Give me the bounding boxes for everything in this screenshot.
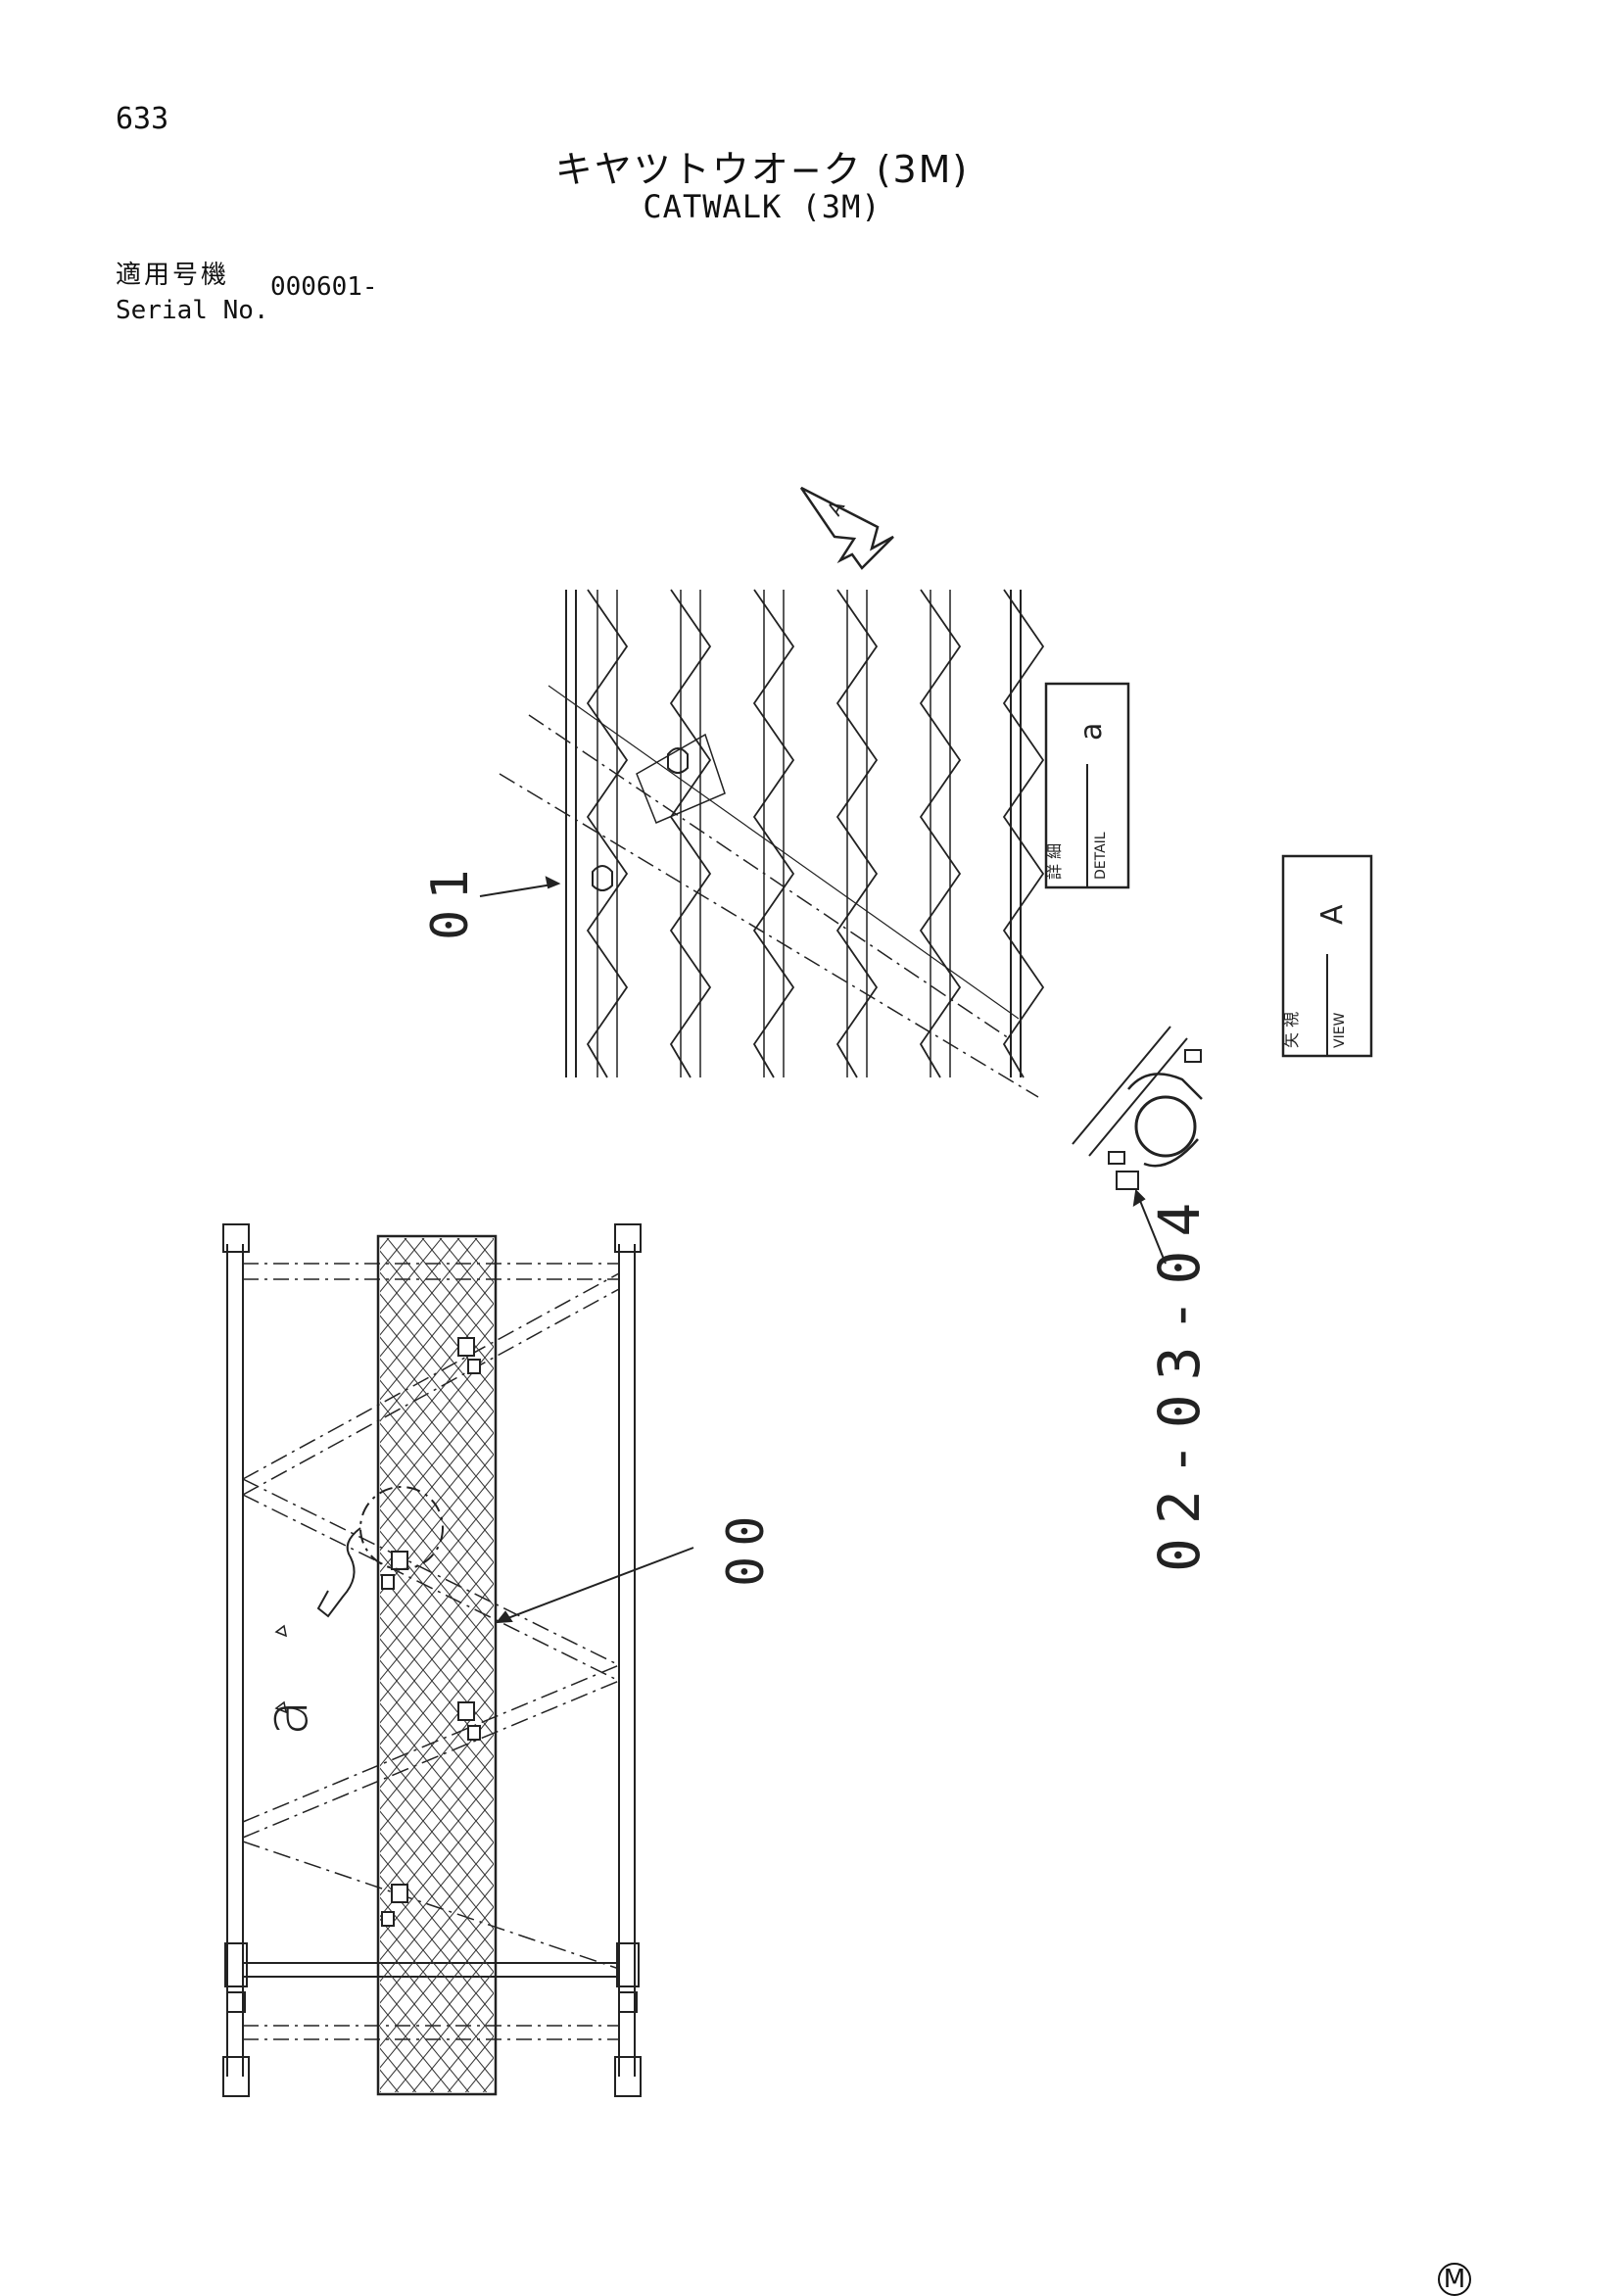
leader-00 [495, 1547, 694, 1624]
detail-label-english: DETAIL [1093, 832, 1109, 880]
manufacturer-stamp: M [1438, 2263, 1471, 2296]
callout-detail-a: a [253, 1690, 321, 1736]
view-letter: A [1315, 904, 1350, 925]
clamp-section-view [1072, 1026, 1203, 1265]
view-arrow-letter: A [823, 496, 850, 519]
mesh-clips [381, 1337, 481, 1927]
view-a-label-box: 矢 視 VIEW A [1281, 854, 1373, 1058]
frame-end-clamps [224, 1942, 640, 2013]
detail-letter: a [1074, 723, 1109, 741]
serial-number-value: 000601- [270, 272, 378, 302]
page-title-japanese: キヤツトウオ−ク (3M) [554, 148, 970, 191]
callout-part-01: 01 [421, 859, 480, 940]
page-number: 633 [116, 102, 169, 136]
serial-label-japanese: 適用号機 [116, 261, 230, 290]
page-title-english: CATWALK (3M) [643, 188, 882, 225]
detail-a-label-box: 詳 細 DETAIL a [1044, 682, 1130, 889]
callout-part-00: 00 [717, 1506, 776, 1587]
callout-part-02-03-04: 02-03-04 [1146, 1188, 1213, 1572]
detail-a-circle [274, 1486, 444, 1714]
view-label-japanese: 矢 視 [1282, 1012, 1301, 1048]
detail-label-japanese: 詳 細 [1045, 843, 1064, 880]
view-arrow-a: A [799, 486, 894, 570]
walkway-mesh-grating [380, 1238, 494, 2092]
serial-label-english: Serial No. [116, 296, 269, 325]
mesh-detail-view [479, 589, 1044, 1098]
view-label-english: VIEW [1332, 1012, 1348, 1048]
